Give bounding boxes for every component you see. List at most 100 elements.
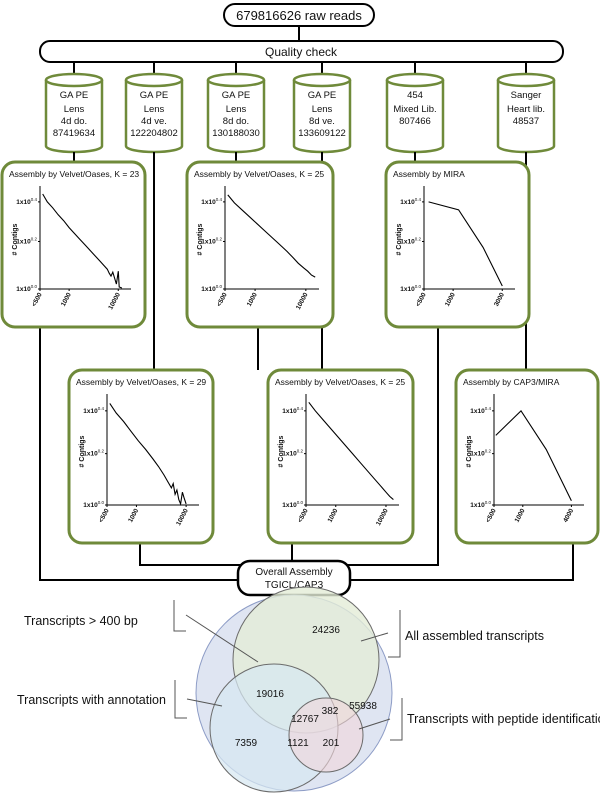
connector [139,543,260,566]
cylinder-top [124,72,184,88]
library-line: 8d ve. [309,116,335,127]
library-line: 4d ve. [141,116,167,127]
chart-title: Assembly by MIRA [393,169,465,179]
y-axis-label: # Contigs [278,435,285,467]
cylinder-top [292,72,352,88]
chart-panel-velvet-k23: Assembly by Velvet/Oases, K = 23 # Contig… [0,160,147,329]
chart-title: Assembly by Velvet/Oases, K = 25 [194,169,324,179]
y-tick-label: 1x100.0 [83,500,104,509]
library-cylinder: GA PE Lens 8d do. 130188030 [206,72,266,154]
cylinder-top [206,72,266,88]
library-line: Lens [226,104,247,115]
library-line: Heart lib. [507,104,545,115]
y-tick-label: 1x100.2 [400,236,421,245]
library-tech: GA PE [60,90,89,101]
library-tech: GA PE [222,90,251,101]
cylinder-top [44,72,104,88]
library-tech: GA PE [140,90,169,101]
library-tech: 454 [407,90,423,101]
chart-panel-frame [266,368,415,545]
venn-value-pep-400: 382 [322,706,339,717]
venn-diagram: 24236 55938 19016 12767 382 7359 1121 20… [17,586,600,793]
y-axis-label: # Contigs [12,223,19,255]
venn-peptide [288,697,364,773]
overall-assembly-line1: Overall Assembly [255,567,332,578]
chart-panel-frame [185,160,335,329]
y-tick-label: 1x100.2 [201,236,222,245]
venn-label-annotation: Transcripts with annotation [17,693,166,707]
library-line: 133609122 [298,128,346,139]
connector [338,327,439,566]
overall-assembly-line2: TGICL/CAP3 [265,580,324,591]
data-line [42,193,123,289]
library-line: 807466 [399,116,431,127]
y-axis-label: # Contigs [79,435,86,467]
library-cylinder: Sanger Heart lib. 48537 [496,72,556,154]
y-tick-label: 1x100.0 [282,500,303,509]
chart-panel-frame [454,368,600,545]
y-tick-label: 1x100.0 [470,500,491,509]
data-line [495,409,572,501]
callout-all-pointer [360,632,389,642]
y-tick-label: 1x100.4 [282,406,303,415]
y-axis-label: # Contigs [396,223,403,255]
chart-panel-frame [67,368,215,545]
chart-title: Assembly by CAP3/MIRA [463,377,560,387]
library-cylinder: GA PE Lens 4d do. 87419634 [44,72,104,154]
y-tick-label: 1x100.2 [16,236,37,245]
venn-callouts [173,600,403,741]
library-cylinder: GA PE Lens 4d ve. 122204802 [124,72,184,154]
library-line: 4d do. [61,116,87,127]
library-tech: GA PE [308,90,337,101]
venn-value-pep-only: 201 [323,738,340,749]
y-tick-label: 1x100.4 [470,406,491,415]
chart-panel-velvet-k25-a: Assembly by Velvet/Oases, K = 25 # Contig… [185,160,335,329]
callout-gt400-pointer [185,614,259,663]
chart-title: Assembly by Velvet/Oases, K = 23 [9,169,139,179]
y-tick-label: 1x100.4 [400,197,421,206]
venn-value-ann-400: 19016 [256,689,284,700]
callout-gt400 [173,600,186,632]
chart-panel-frame [384,160,531,329]
y-tick-label: 1x100.2 [470,449,491,458]
library-line: Lens [64,104,85,115]
quality-check-label: Quality check [265,45,338,59]
chart-title: Assembly by Velvet/Oases, K = 25 [275,377,405,387]
data-line [308,401,394,501]
data-line [227,194,316,278]
chart-panel-frame [0,160,147,329]
callout-all [388,610,401,658]
y-tick-label: 1x100.2 [83,449,104,458]
library-line: Lens [144,104,165,115]
y-axis-label: # Contigs [197,223,204,255]
data-line [428,201,503,287]
callout-peptide-pointer [358,718,391,730]
y-tick-label: 1x100.4 [201,197,222,206]
chart-panel-velvet-k29: Assembly by Velvet/Oases, K = 29# Contig… [67,368,215,545]
venn-value-all-only: 55938 [349,701,377,712]
library-line: Mixed Lib. [393,104,436,115]
y-tick-label: 1x100.0 [16,284,37,293]
venn-label-all: All assembled transcripts [405,629,544,643]
y-axis-label: # Contigs [466,435,473,467]
callout-peptide [390,698,403,741]
callout-annotation [174,680,187,719]
venn-value-center: 12767 [291,714,319,725]
connector [39,327,238,581]
library-line: 8d do. [223,116,249,127]
y-tick-label: 1x100.0 [400,284,421,293]
y-tick-label: 1x100.0 [201,284,222,293]
chart-panel-mira: Assembly by MIRA # Contigs 1x100.4 1x100.2 1… [384,160,531,329]
y-tick-label: 1x100.2 [282,449,303,458]
y-tick-label: 1x100.4 [16,197,37,206]
library-cylinder: 454 Mixed Lib. 807466 [385,72,445,154]
chart-panel-cap3-mira: Assembly by CAP3/MIRA # Contigs 1x100.4 1x1… [454,368,600,545]
venn-value-ann-pep: 1121 [287,738,309,749]
library-line: Lens [312,104,333,115]
library-cylinder: GA PE Lens 8d ve. 133609122 [292,72,352,154]
cylinder-top [496,72,556,88]
cylinder-top [385,72,445,88]
raw-reads-label: 679816626 raw reads [236,8,362,23]
